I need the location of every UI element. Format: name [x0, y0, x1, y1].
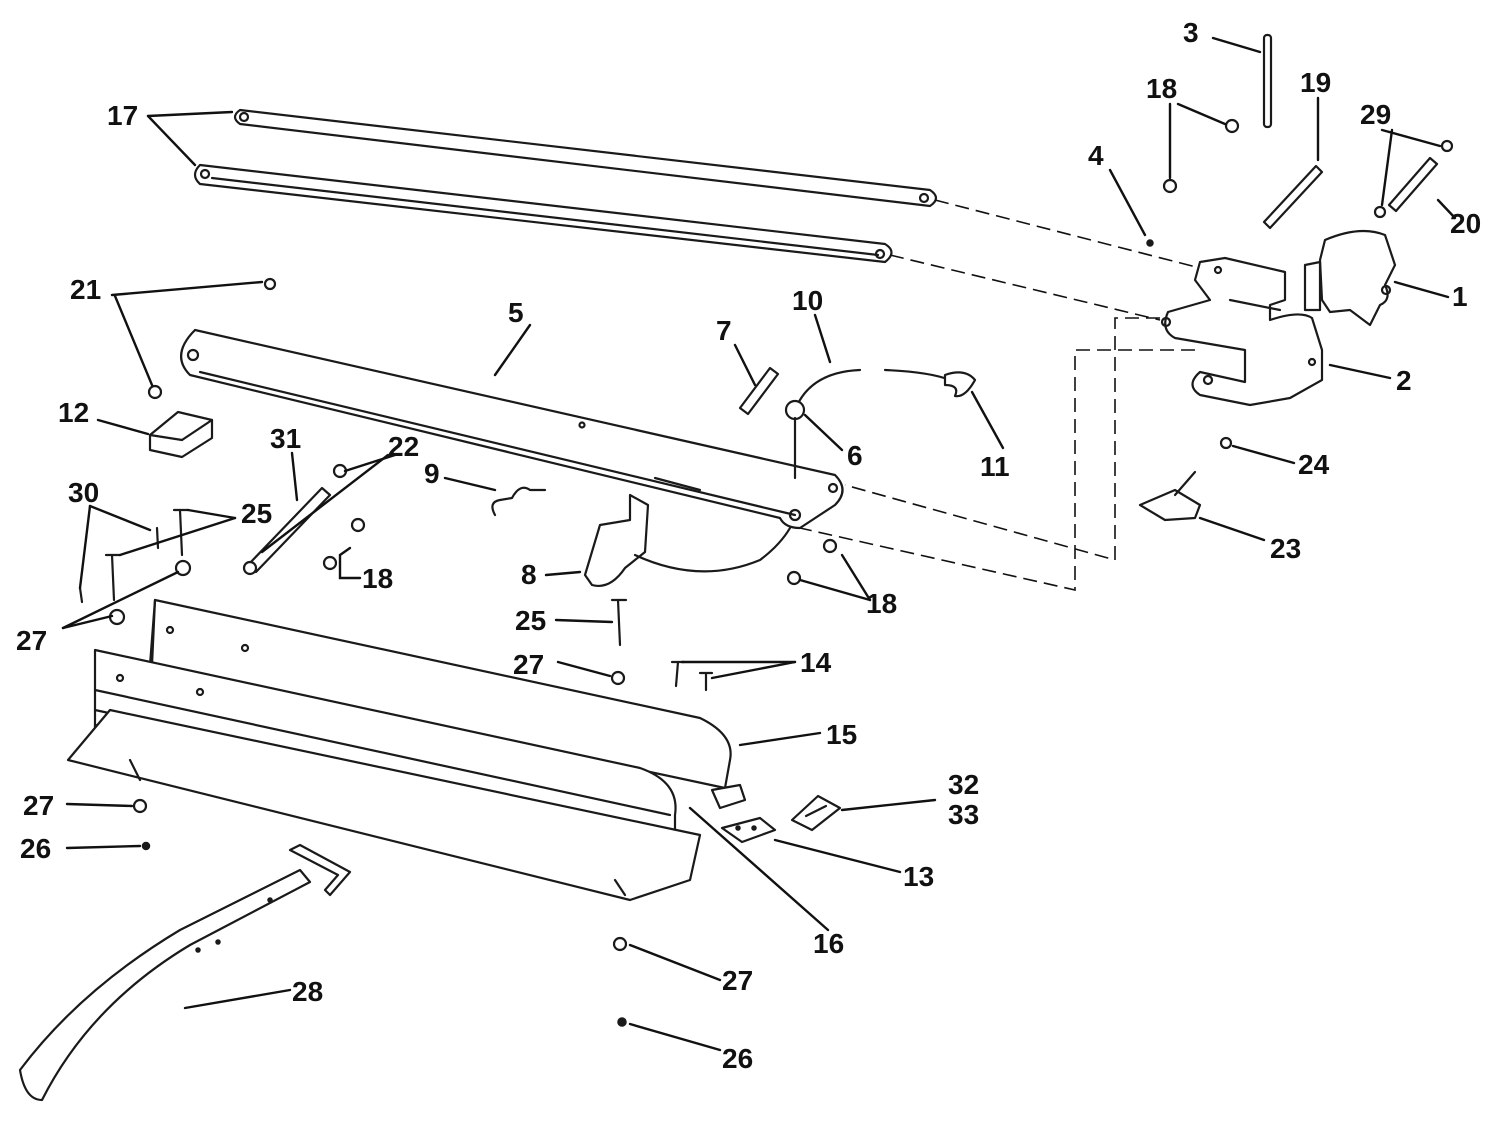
callout-12: 12	[58, 397, 89, 428]
callout-17: 17	[107, 100, 138, 131]
callout-19: 19	[1300, 67, 1331, 98]
callout-8: 8	[521, 559, 537, 590]
plate-13	[720, 816, 777, 844]
callout-labels: 1 2 3 4 5 6 7 8 9 10 11 12 13 14 15 16 1…	[16, 17, 1481, 1074]
washers-and-nuts	[108, 118, 1454, 1027]
callout-25-upper: 25	[241, 498, 272, 529]
callout-18-upper: 18	[1146, 73, 1177, 104]
rail-lower	[193, 163, 893, 264]
spring-clip-9	[491, 486, 547, 517]
callout-13: 13	[903, 861, 934, 892]
callout-30: 30	[68, 477, 99, 508]
callout-14: 14	[800, 647, 832, 678]
callout-11: 11	[980, 451, 1010, 482]
callout-23: 23	[1270, 533, 1301, 564]
callout-18-right: 18	[866, 588, 897, 619]
callout-20: 20	[1450, 208, 1481, 239]
t-handle-23	[1138, 470, 1202, 522]
callout-22: 22	[388, 431, 419, 462]
callout-5: 5	[508, 297, 524, 328]
pin-3	[1262, 33, 1273, 129]
callout-6: 6	[847, 440, 863, 471]
label-32-33	[790, 794, 842, 832]
pin-19	[1262, 164, 1324, 230]
leader-lines	[61, 36, 1457, 1052]
callout-27-middle: 27	[513, 649, 544, 680]
callout-10: 10	[792, 285, 823, 316]
callout-29: 29	[1360, 99, 1391, 130]
callout-33: 33	[948, 799, 979, 830]
callout-27-left-upper: 27	[16, 625, 47, 656]
callout-25-lower: 25	[515, 605, 546, 636]
latch-8	[583, 493, 792, 587]
pad-12	[148, 410, 214, 459]
callout-4: 4	[1088, 140, 1104, 171]
assembly-dashed-lines	[799, 199, 1201, 592]
strap-28	[18, 843, 352, 1102]
callout-26-left: 26	[20, 833, 51, 864]
callout-32: 32	[948, 769, 979, 800]
screws	[78, 508, 714, 692]
callout-7: 7	[716, 315, 732, 346]
callout-21: 21	[70, 274, 101, 305]
callout-27-left-lower: 27	[23, 790, 54, 821]
callout-2: 2	[1396, 365, 1412, 396]
rail-upper	[233, 108, 938, 208]
callout-27-bottom: 27	[722, 965, 753, 996]
pin-7	[738, 366, 780, 416]
guard-bracket	[1303, 229, 1397, 327]
pin-20	[1387, 156, 1439, 213]
callout-15: 15	[826, 719, 857, 750]
callout-1: 1	[1452, 281, 1468, 312]
callout-26-bottom: 26	[722, 1043, 753, 1074]
callout-18-middle: 18	[362, 563, 393, 594]
callout-3: 3	[1183, 17, 1199, 48]
knob-21	[147, 384, 163, 400]
callout-9: 9	[424, 458, 440, 489]
carriage-housing	[1160, 256, 1324, 407]
cable-assembly	[784, 368, 977, 480]
callout-16: 16	[813, 928, 844, 959]
callout-31: 31	[270, 423, 301, 454]
fence-assembly	[66, 598, 747, 902]
callout-28: 28	[292, 976, 323, 1007]
arm-body	[180, 328, 844, 530]
callout-24: 24	[1298, 449, 1330, 480]
